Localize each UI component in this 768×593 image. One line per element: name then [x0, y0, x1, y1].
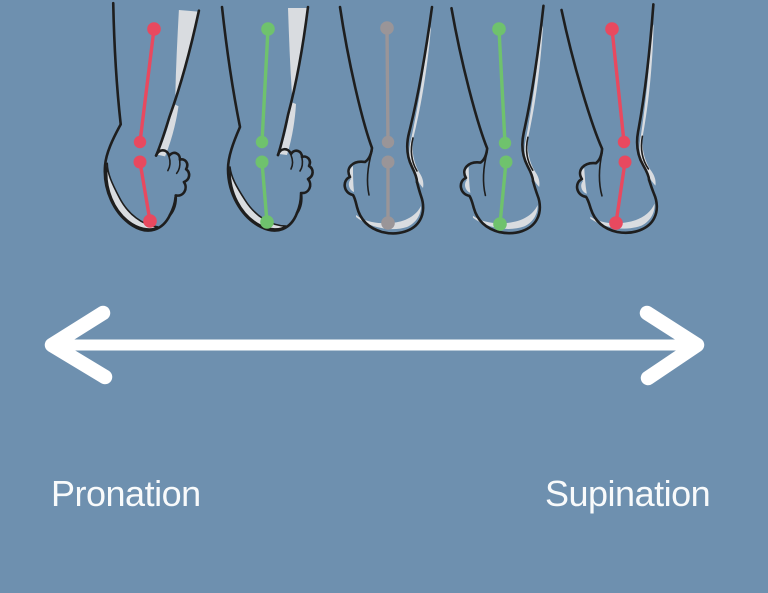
- foot-drawing: [92, 1, 205, 236]
- foot-illustration-severe-supination: [547, 3, 677, 245]
- foot-illustration-severe-pronation: [89, 1, 219, 245]
- pronation-label: Pronation: [51, 473, 201, 514]
- foot-drawing: [338, 5, 434, 235]
- double-arrow-icon: [44, 305, 705, 386]
- foot-drawing: [220, 5, 314, 232]
- foot-illustration-mild-pronation: [203, 5, 333, 245]
- foot-drawing: [560, 3, 669, 238]
- foot-illustration-neutral: [322, 5, 452, 245]
- supination-label: Supination: [545, 473, 711, 514]
